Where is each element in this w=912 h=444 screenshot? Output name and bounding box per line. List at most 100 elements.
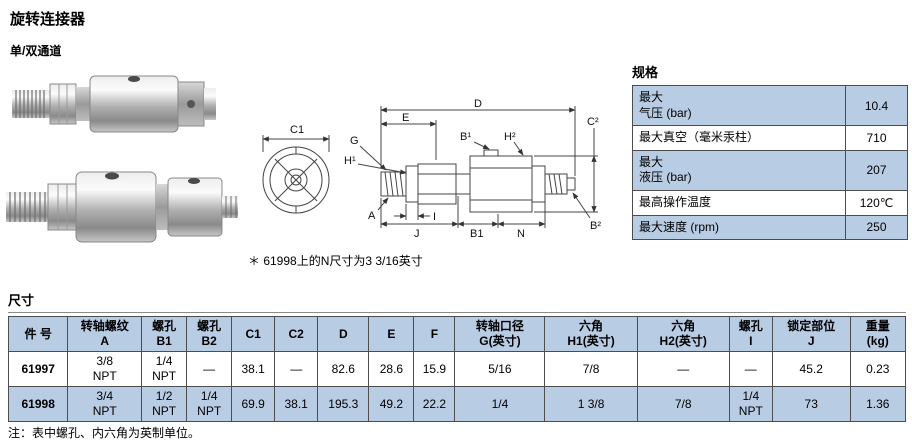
dim-col-shaft-thread-a: 转轴螺纹 A (67, 316, 143, 352)
spec-label: 最大 液压 (bar) (632, 149, 846, 191)
dim-cell: 28.6 (368, 351, 415, 387)
spec-row-max-temperature: 最高操作温度 120℃ (632, 189, 908, 216)
end-cap (204, 88, 216, 120)
dim-cell: 1 3/8 (544, 386, 638, 422)
dim-cell: — (186, 351, 233, 387)
dim-cell: — (636, 351, 730, 387)
neck (156, 184, 168, 230)
drawing-labels: C1 G H¹ E D C² H² B¹ B² A I J B1 N (290, 98, 601, 240)
dim-cell: 1/4 NPT (728, 386, 773, 422)
dim-label-j: J (414, 228, 420, 240)
dim-cell: 69.9 (231, 386, 276, 422)
spec-row-max-speed: 最大速度 (rpm) 250 (632, 214, 908, 241)
dim-cell: 195.3 (317, 386, 370, 422)
dimension-section: 尺寸 件 号 转轴螺纹 A 螺孔 B1 螺孔 B2 C1 C2 D E F (7, 290, 907, 422)
top-port-hole (105, 172, 119, 180)
spec-value: 10.4 (845, 84, 908, 127)
dim-cell: 38.1 (274, 386, 319, 422)
spec-label: 最大 气压 (bar) (632, 84, 846, 127)
dim-col-lock-j: 锁定部位 J (771, 316, 851, 352)
dim-col-hex-h2: 六角 H2(英寸) (636, 316, 730, 352)
spec-row-max-air-pressure: 最大 气压 (bar) 10.4 (632, 84, 908, 127)
dim-cell: 15.9 (413, 351, 456, 387)
dimension-heading: 尺寸 (8, 290, 906, 313)
rear-port-hole (188, 178, 200, 184)
dim-label-g: G (350, 135, 359, 147)
dim-col-f: F (413, 316, 456, 352)
dim-col-c2: C2 (274, 316, 319, 352)
dim-header-row: 件 号 转轴螺纹 A 螺孔 B1 螺孔 B2 C1 C2 D E F 转轴口径 … (7, 316, 907, 352)
dim-col-d: D (317, 316, 370, 352)
dim-cell: 1/2 NPT (141, 386, 188, 422)
dim-label-e: E (402, 112, 409, 124)
page-subtitle: 单/双通道 (10, 44, 62, 58)
dimension-table: 件 号 转轴螺纹 A 螺孔 B1 螺孔 B2 C1 C2 D E F 转轴口径 … (7, 316, 907, 422)
spec-label: 最大真空（毫米汞柱） (632, 125, 846, 151)
dim-col-tap-i: 螺孔 I (728, 316, 773, 352)
spec-row-max-hydraulic-pressure: 最大 液压 (bar) 207 (632, 149, 908, 191)
dim-row-61998: 61998 3/4 NPT 1/2 NPT 1/4 NPT 69.9 38.1 … (7, 386, 907, 422)
dim-cell: 38.1 (231, 351, 276, 387)
dim-cell: 1/4 NPT (141, 351, 188, 387)
hex-nut (47, 183, 77, 231)
hex-nut (49, 83, 77, 125)
collar (76, 87, 90, 121)
spec-value: 120℃ (845, 189, 908, 216)
dim-col-tap-b2: 螺孔 B2 (186, 316, 233, 352)
spec-label: 最大速度 (rpm) (632, 214, 846, 241)
body-rear (167, 177, 223, 237)
dim-cell: — (728, 351, 773, 387)
dim-col-c1: C1 (231, 316, 276, 352)
dim-cell: 49.2 (368, 386, 415, 422)
spec-label: 最高操作温度 (632, 189, 846, 216)
page-title: 旋转连接器 (10, 11, 86, 28)
dim-cell: 73 (771, 386, 851, 422)
spec-value: 207 (845, 149, 908, 191)
spec-value: 250 (845, 214, 908, 241)
footer-note: 注：表中螺孔、内六角为英制单位。 (8, 426, 201, 440)
dim-label-i: I (433, 211, 436, 223)
dim-label-d: D (474, 98, 482, 110)
spec-value: 710 (845, 125, 908, 151)
dim-cell: 7/8 (636, 386, 730, 422)
body-front (75, 171, 157, 243)
spec-table: 最大 气压 (bar) 10.4 最大真空（毫米汞柱） 710 最大 液压 (b… (632, 84, 908, 241)
dim-cell: 45.2 (771, 351, 851, 387)
dim-label-c1: C1 (290, 124, 304, 136)
dim-cell: 3/4 NPT (67, 386, 143, 422)
dim-label-a: A (368, 210, 376, 222)
dim-cell: 82.6 (317, 351, 370, 387)
dim-cell: 1/4 NPT (186, 386, 233, 422)
product-photo-double-channel (6, 171, 238, 243)
dim-label-b1-bottom: B1 (470, 228, 483, 240)
dim-col-tap-b1: 螺孔 B1 (141, 316, 188, 352)
dim-label-h2: H² (504, 131, 516, 143)
body (89, 75, 179, 133)
top-port-hole (128, 76, 140, 82)
product-photo-single-channel (12, 75, 216, 133)
dim-label-b1: B¹ (460, 131, 471, 143)
dim-cell: — (274, 351, 319, 387)
dim-cell: 3/8 NPT (67, 351, 143, 387)
threaded-stub (6, 192, 48, 222)
part-number: 61997 (7, 351, 69, 387)
dim-label-b2: B² (590, 220, 601, 232)
spec-row-max-vacuum: 最大真空（毫米汞柱） 710 (632, 125, 908, 151)
dim-cell: 7/8 (544, 351, 638, 387)
dim-cell: 0.23 (849, 351, 907, 387)
dim-label-n: N (517, 228, 525, 240)
spec-heading: 规格 (632, 65, 659, 80)
side-port-hole (187, 100, 195, 108)
dim-row-61997: 61997 3/8 NPT 1/4 NPT — 38.1 — 82.6 28.6… (7, 351, 907, 387)
dim-cell: 5/16 (454, 351, 546, 387)
dim-col-e: E (368, 316, 415, 352)
dim-cell: 1.36 (849, 386, 907, 422)
technical-drawing: C1 G H¹ E D C² H² B¹ B² A I J B1 N (262, 98, 601, 240)
drawing-note: ＊ 61998上的N尺寸为3 3/16英寸 (248, 254, 423, 268)
dim-cell: 22.2 (413, 386, 456, 422)
spec-section: 规格 最大 气压 (bar) 10.4 最大真空（毫米汞柱） 710 最大 液压… (632, 62, 908, 241)
dim-label-h1: H¹ (344, 155, 356, 167)
part-number: 61998 (7, 386, 69, 422)
dim-col-weight: 重量 (kg) (849, 316, 907, 352)
